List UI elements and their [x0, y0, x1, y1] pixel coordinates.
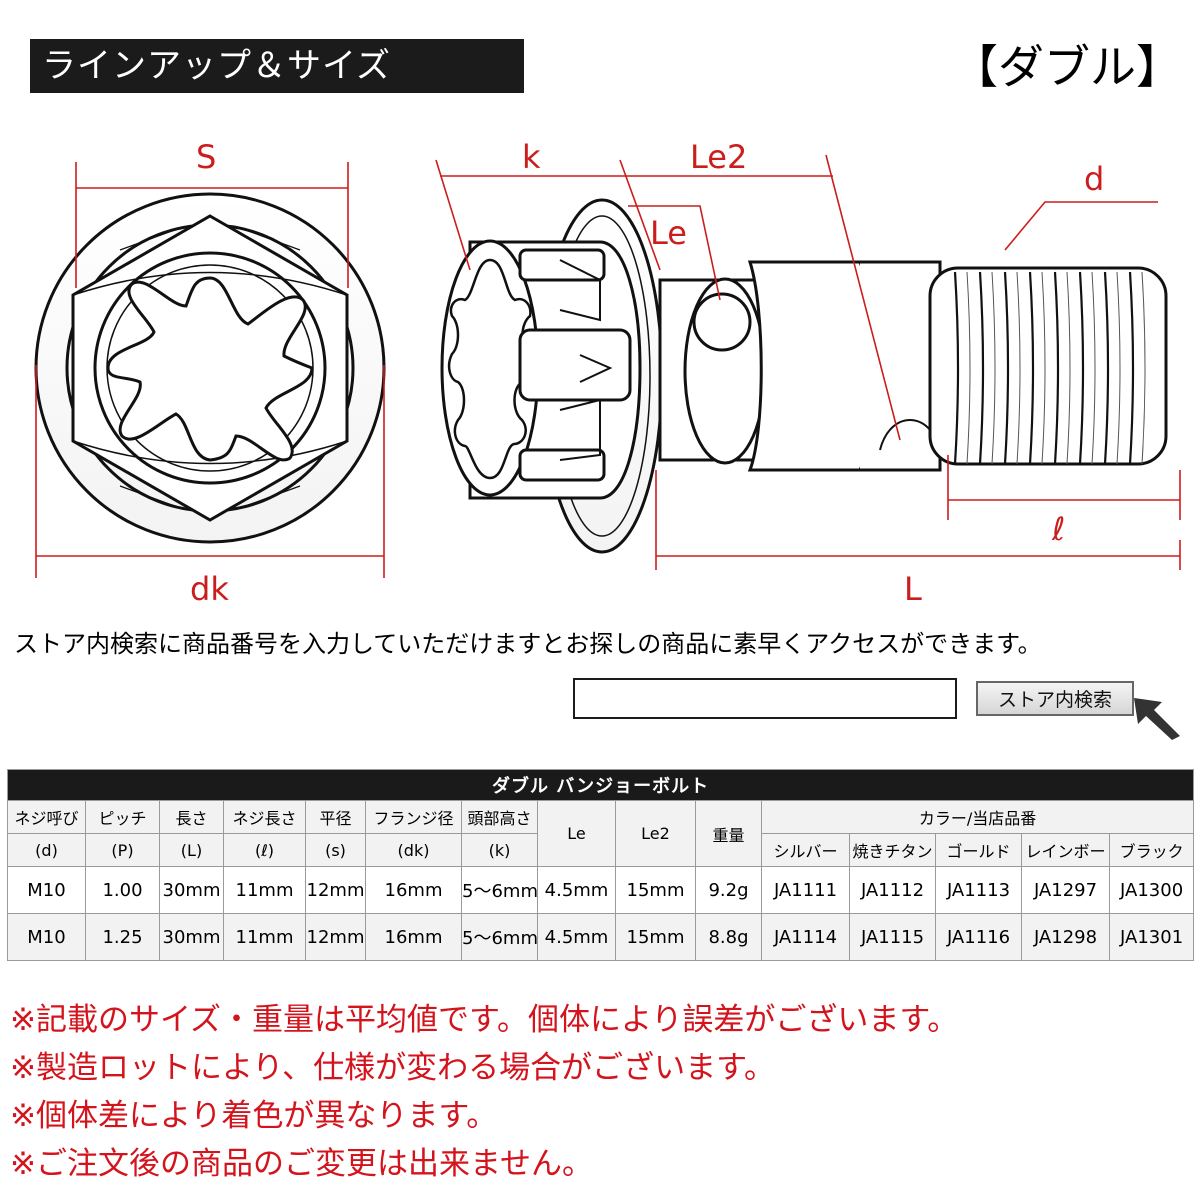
header-color-silver: シルバー	[761, 833, 850, 867]
header-pitch: ピッチ	[85, 800, 160, 834]
cell-code-burnt-titanium: JA1115	[849, 913, 936, 961]
cell-pitch: 1.25	[85, 913, 160, 961]
spec-table-title: ダブル バンジョーボルト	[6, 769, 1195, 801]
cell-code-burnt-titanium: JA1112	[849, 866, 936, 914]
bolt-top-view	[34, 192, 386, 544]
header-color-burnt-titanium: 焼きチタン	[849, 833, 936, 867]
notes: ※記載のサイズ・重量は平均値です。個体により誤差がございます。 ※製造ロットによ…	[10, 996, 958, 1188]
cell-code-gold: JA1116	[935, 913, 1022, 961]
dim-label-le2: Le2	[690, 138, 747, 176]
cell-code-black: JA1300	[1108, 866, 1195, 914]
header-thread-length-unit: (ℓ)	[223, 833, 306, 867]
cell-thread-length: 11mm	[223, 913, 306, 961]
cell-le: 4.5mm	[537, 866, 616, 914]
cell-thread-size: M10	[7, 913, 86, 961]
header-weight: 重量	[695, 800, 762, 867]
dim-label-le: Le	[650, 214, 687, 252]
header-le2: Le2	[615, 800, 696, 867]
spec-table: ダブル バンジョーボルト ネジ呼び ピッチ 長さ ネジ長さ 平径 フランジ径 頭…	[6, 769, 1195, 961]
cell-width: 12mm	[305, 913, 366, 961]
dim-label-dk: dk	[190, 570, 229, 608]
torx-recess	[106, 276, 314, 462]
cell-width: 12mm	[305, 866, 366, 914]
cell-flange-diameter: 16mm	[365, 866, 462, 914]
header-thread-size-unit: (d)	[7, 833, 86, 867]
pointer-arrow-icon	[1134, 698, 1180, 740]
table-row: M10 1.25 30mm 11mm 12mm 16mm 5～6mm 4.5mm…	[7, 913, 1195, 961]
cell-length: 30mm	[159, 913, 224, 961]
cell-code-black: JA1301	[1108, 913, 1195, 961]
dim-label-l: L	[904, 570, 922, 608]
variant-label: 【ダブル】	[952, 40, 1182, 94]
cell-code-silver: JA1114	[761, 913, 850, 961]
bolt-diagram: S dk k Le2 Le d ℓ L	[34, 138, 1181, 608]
cell-code-rainbow: JA1298	[1021, 913, 1110, 961]
cell-le2: 15mm	[615, 866, 696, 914]
cell-le2: 15mm	[615, 913, 696, 961]
spec-table-container: ダブル バンジョーボルト ネジ呼び ピッチ 長さ ネジ長さ 平径 フランジ径 頭…	[6, 769, 1195, 961]
header-flange-diameter-unit: (dk)	[365, 833, 462, 867]
dim-label-s: S	[196, 138, 216, 176]
cell-weight: 9.2g	[695, 866, 762, 914]
header-color-group: カラー/当店品番	[760, 800, 1195, 834]
cell-thread-length: 11mm	[223, 866, 306, 914]
header-color-gold: ゴールド	[935, 833, 1022, 867]
cell-head-height: 5～6mm	[461, 913, 538, 961]
dim-label-d: d	[1084, 160, 1104, 198]
header-head-height-unit: (k)	[461, 833, 538, 867]
thread	[928, 266, 1168, 466]
cell-head-height: 5～6mm	[461, 866, 538, 914]
cell-pitch: 1.00	[85, 866, 160, 914]
cell-le: 4.5mm	[537, 913, 616, 961]
dim-label-k: k	[522, 138, 541, 176]
dim-label-l-small: ℓ	[1051, 510, 1065, 548]
header-thread-size: ネジ呼び	[7, 800, 86, 834]
header-length-unit: (L)	[159, 833, 224, 867]
cell-weight: 8.8g	[695, 913, 762, 961]
note-no-order-change: ※ご注文後の商品のご変更は出来ません。	[10, 1146, 594, 1182]
header-head-height: 頭部高さ	[461, 800, 538, 834]
header-color-black: ブラック	[1108, 833, 1195, 867]
section-title: ラインアップ＆サイズ	[30, 39, 524, 93]
cell-flange-diameter: 16mm	[365, 913, 462, 961]
cell-code-rainbow: JA1297	[1021, 866, 1110, 914]
header-pitch-unit: (P)	[85, 833, 160, 867]
note-average-values: ※記載のサイズ・重量は平均値です。個体により誤差がございます。	[10, 1002, 959, 1038]
header-width: 平径	[305, 800, 366, 834]
cell-thread-size: M10	[7, 866, 86, 914]
side-torx	[447, 258, 534, 480]
cell-code-gold: JA1113	[935, 866, 1022, 914]
cell-length: 30mm	[159, 866, 224, 914]
bolt-side-view	[440, 198, 1168, 554]
header-flange-diameter: フランジ径	[365, 800, 462, 834]
header-width-unit: (s)	[305, 833, 366, 867]
cell-code-silver: JA1111	[761, 866, 850, 914]
store-search-instruction: ストア内検索に商品番号を入力していただけますとお探しの商品に素早くアクセスができ…	[14, 630, 1042, 658]
dimension-lines	[35, 154, 1181, 578]
note-color-variation: ※個体差により着色が異なります。	[10, 1098, 498, 1134]
table-row: M10 1.00 30mm 11mm 12mm 16mm 5～6mm 4.5mm…	[7, 866, 1195, 914]
store-search-button[interactable]: ストア内検索	[976, 681, 1134, 716]
header-le: Le	[537, 800, 616, 867]
note-spec-changes: ※製造ロットにより、仕様が変わる場合がございます。	[10, 1050, 776, 1086]
store-search-input[interactable]	[573, 678, 957, 719]
header-length: 長さ	[159, 800, 224, 834]
header-thread-length: ネジ長さ	[223, 800, 306, 834]
header-color-rainbow: レインボー	[1021, 833, 1110, 867]
